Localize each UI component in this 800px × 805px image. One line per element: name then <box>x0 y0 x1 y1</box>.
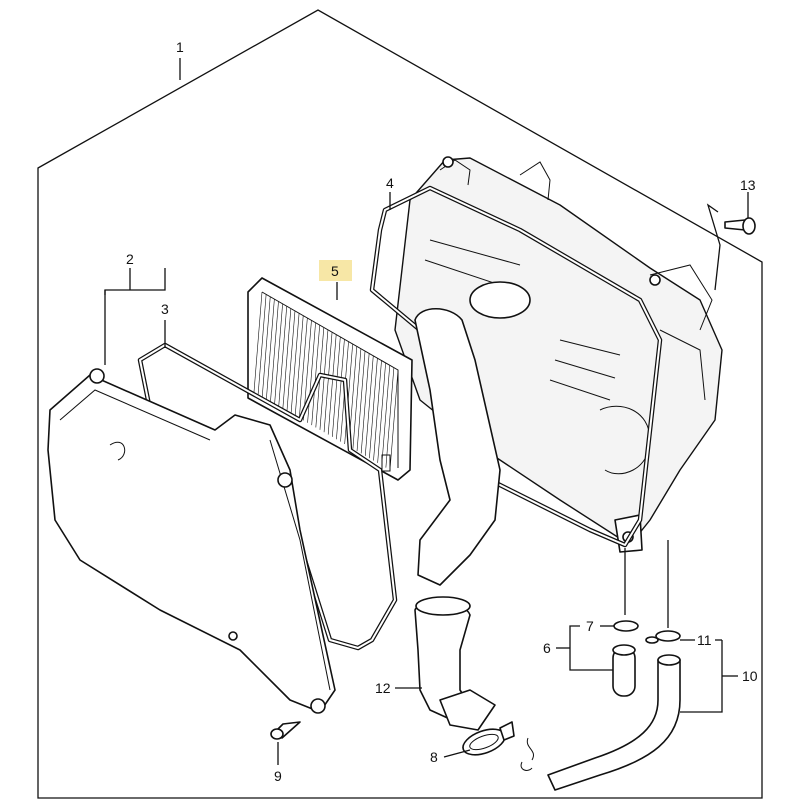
case-gasket <box>369 185 663 548</box>
callout-4: 4 <box>386 175 394 191</box>
filter-pleat <box>257 294 267 395</box>
callout-1: 1 <box>176 39 184 55</box>
assembly-outline <box>37 9 763 799</box>
filter-pleat <box>369 358 378 459</box>
mount-hole <box>649 274 661 286</box>
filter-pleat <box>278 306 288 407</box>
filter-pleat <box>299 317 308 419</box>
filter-pleat <box>294 315 304 416</box>
filter-pleat <box>274 303 283 404</box>
filter-pleat <box>253 291 263 393</box>
screw-13 <box>724 217 756 235</box>
drain-hose <box>547 659 681 791</box>
callout-8: 8 <box>430 749 438 765</box>
mount-hole <box>310 698 326 714</box>
callout-highlight <box>319 260 352 281</box>
filter-pleat <box>360 353 370 454</box>
filter-pleat <box>311 325 320 426</box>
callout-5: 5 <box>331 263 339 279</box>
filter-pleat <box>307 322 316 423</box>
leader-lines <box>104 58 749 765</box>
mount-hole <box>277 472 293 488</box>
filter-pleat <box>319 329 329 430</box>
callout-9: 9 <box>274 768 282 784</box>
inlet-duct <box>414 596 496 731</box>
filter-pleat <box>266 299 275 400</box>
filter-pleat <box>373 360 382 461</box>
filter-pleat <box>352 348 362 449</box>
filter-pleat <box>261 296 271 397</box>
callout-2: 2 <box>126 251 134 267</box>
filter-pleat <box>327 334 337 435</box>
callout-3: 3 <box>161 301 169 317</box>
clip-7 <box>613 620 639 632</box>
filter-pleat <box>364 355 374 456</box>
mount-hole <box>89 368 105 384</box>
callout-6: 6 <box>543 640 551 656</box>
callout-10: 10 <box>742 668 758 684</box>
air-cleaner-cover <box>47 368 336 714</box>
callout-7: 7 <box>586 618 594 634</box>
screw-9 <box>270 721 301 740</box>
case-inlet-snorkel <box>414 308 501 586</box>
filter-pleat <box>270 301 279 402</box>
case-outlet-port <box>469 281 531 319</box>
filter-pleat <box>286 310 296 411</box>
filter-pleat <box>356 351 366 452</box>
drain-plug <box>612 644 636 697</box>
filter-pleat <box>323 332 333 433</box>
filter-pleat <box>290 313 300 414</box>
filter-pleat <box>282 308 292 409</box>
filter-pleat <box>377 362 386 463</box>
filter-pleat <box>389 369 399 471</box>
clamp-spring <box>526 737 534 761</box>
callout-13: 13 <box>740 177 756 193</box>
filter-pleat <box>385 367 395 468</box>
filter-pleat <box>336 339 345 440</box>
filter-pleat <box>381 365 391 466</box>
filter-pleat <box>344 343 353 445</box>
callout-11: 11 <box>697 632 712 648</box>
filter-pleat <box>332 336 341 437</box>
callout-12: 12 <box>375 680 391 696</box>
hose-clamp <box>462 721 515 756</box>
mount-hole <box>442 156 454 168</box>
clip-11 <box>655 630 681 642</box>
